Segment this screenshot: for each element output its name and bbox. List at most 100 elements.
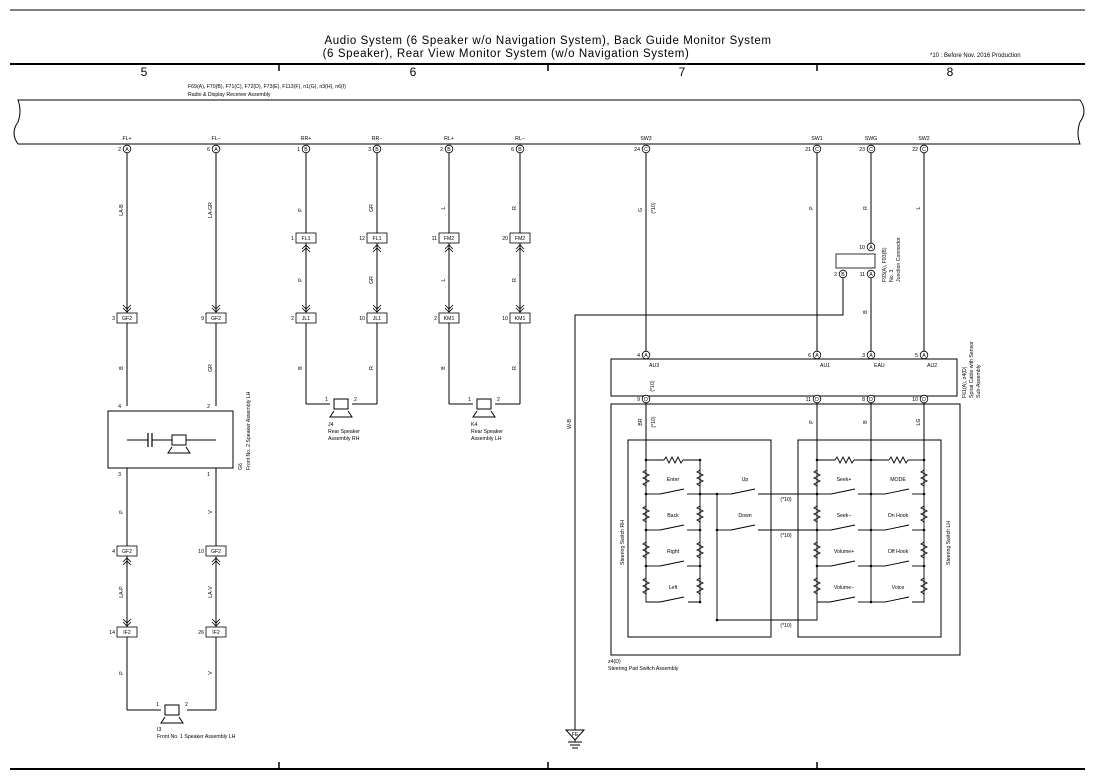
ground-label: FE: [572, 732, 579, 738]
pin-label: FL−: [211, 136, 220, 142]
connector-pin-number: 2: [434, 316, 437, 322]
wire-color: P: [119, 671, 125, 675]
switch-label: Up: [742, 477, 749, 483]
switch-label: Seek−: [837, 513, 852, 519]
connector-circle: [812, 144, 822, 154]
wire-color: GR: [208, 364, 214, 372]
connector-circle: [641, 350, 651, 360]
pin-number: 4: [637, 353, 640, 359]
connector-letter: A: [922, 353, 926, 359]
wire-color: W-B: [567, 418, 573, 429]
i3-name: Front No. 1 Speaker Assembly LH: [157, 734, 236, 740]
wire-color: L: [441, 278, 447, 281]
connector-circle: [919, 350, 929, 360]
page-frame: [10, 9, 1085, 770]
junction-pin: 10: [859, 245, 865, 251]
junction-name-1: No. 3: [889, 269, 895, 282]
g6-pin-number: 1: [207, 472, 210, 478]
junction-connector: [835, 242, 876, 279]
wire: [574, 278, 844, 730]
switch-label: MODE: [890, 477, 906, 483]
wire-color: LA-GR: [208, 202, 214, 218]
junction-name-2: Junction Connector: [896, 237, 902, 282]
k4-code: K4: [471, 422, 477, 428]
j4-pin-number: 2: [354, 397, 357, 403]
k4-speaker-icon: [472, 398, 496, 418]
pin-number: 9: [637, 397, 640, 403]
junction-pin: 11: [860, 272, 865, 278]
junction-conn: A: [869, 272, 873, 278]
inline-connector-fl1: [295, 232, 317, 253]
pad-code: z4(D): [608, 659, 621, 665]
junction-conn: B: [841, 272, 845, 278]
wire-group: [126, 153, 925, 730]
pin-label: SW3: [640, 136, 651, 142]
switch-label: Down: [738, 513, 751, 519]
mid-switch-group: [700, 488, 818, 621]
mid-switch-dots: [715, 492, 719, 622]
pin-number: 8: [862, 397, 865, 403]
lh-ladder-dots: [815, 458, 926, 604]
wire-color: GR: [369, 276, 375, 284]
inline-connector-fl1: [366, 232, 388, 253]
wire-color: LG: [916, 419, 922, 426]
pin-label: RL+: [444, 136, 454, 142]
connector-code: JL1: [373, 316, 381, 322]
connector-pin-number: 9: [201, 316, 204, 322]
switch-note: (*10): [780, 497, 792, 503]
pin-number: 1: [297, 147, 300, 153]
connector-letter: A: [644, 353, 648, 359]
switch-rh-label: Steering Switch RH: [620, 520, 626, 565]
wire-color: R: [369, 366, 375, 370]
connector-pin-number: 4: [112, 549, 115, 555]
connector-pin-number: 10: [359, 316, 365, 322]
wire-color: L: [916, 206, 922, 209]
connector-letter: D: [644, 397, 648, 403]
i3-pin-number: 1: [156, 702, 159, 708]
switch-label: Right: [667, 549, 680, 555]
pin-label: FL+: [122, 136, 131, 142]
inline-connector-km1: [509, 304, 531, 324]
pin-number: 6: [808, 353, 811, 359]
pin-number: 22: [912, 147, 918, 153]
pin-label: RL−: [515, 136, 525, 142]
wire-note: (*10): [651, 202, 657, 214]
connector-pin-number: 3: [112, 316, 115, 322]
connector-pin-number: 14: [109, 630, 115, 636]
connector-circle: [444, 144, 454, 154]
connector-circle: [919, 394, 929, 404]
inline-connector-fm2: [438, 232, 460, 253]
connector-circle: [866, 394, 876, 404]
connector-letter: C: [922, 147, 926, 153]
switch-label: Voice: [892, 585, 905, 591]
connector-circle: [211, 144, 221, 154]
inline-connector-jl1: [366, 304, 388, 324]
zone-number: 7: [679, 65, 686, 79]
connector-letter: D: [815, 397, 819, 403]
rh-ladder-dots: [644, 458, 702, 604]
wire-color: P: [298, 278, 304, 282]
pin-number: 10: [912, 397, 918, 403]
connector-letter: B: [304, 147, 308, 153]
wire-color: GR: [369, 204, 375, 212]
pin-number: 2: [118, 147, 121, 153]
spiral-pin-group: 4 A 6 A 3 A 5 A 9 D 11 D 8 D 10 D: [637, 350, 929, 404]
wire-note: (*10): [651, 416, 657, 428]
wire-color: L: [441, 206, 447, 209]
j4-speaker-icon: [329, 398, 353, 418]
connector-code: FL1: [373, 236, 382, 242]
spiral-name-1: Spiral Cable with Sensor: [969, 341, 975, 398]
k4-pin-number: 1: [468, 397, 471, 403]
inline-connector-gf2: [116, 545, 138, 566]
ground-symbol: [564, 729, 586, 749]
junction-conn: A: [869, 245, 873, 251]
steering-pad-assembly: [610, 403, 961, 656]
junction-code: F93(A), F93(B): [882, 247, 888, 282]
wire-color: LA-V: [208, 586, 214, 598]
connector-letter: C: [815, 147, 819, 153]
switch-label: Volume−: [834, 585, 854, 591]
zone-number: 5: [141, 65, 148, 79]
production-note: *10 : Before Nov. 2016 Production: [930, 53, 1021, 59]
connector-circle: [866, 350, 876, 360]
